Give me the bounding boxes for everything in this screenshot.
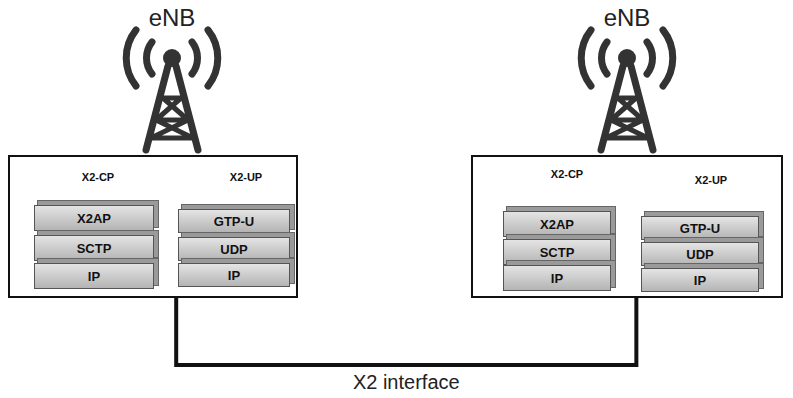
tower-icon [126, 30, 218, 150]
layer-name: IP [228, 268, 240, 283]
layer-name: IP [88, 269, 100, 284]
protocol-layer: SCTP [503, 239, 611, 265]
protocol-layer: UDP [641, 242, 759, 266]
layer-name: UDP [220, 242, 247, 257]
layer-name: UDP [686, 247, 713, 262]
plane-label: X2-CP [82, 171, 114, 183]
protocol-layer: SCTP [34, 235, 154, 261]
layer-name: X2AP [77, 211, 111, 226]
protocol-layer: IP [503, 265, 611, 291]
protocol-layer: X2AP [503, 211, 611, 237]
protocol-layer: IP [34, 263, 154, 289]
protocol-layer: IP [178, 263, 290, 287]
tower-icon [581, 30, 673, 150]
layer-name: SCTP [540, 245, 575, 260]
x2-link [176, 298, 636, 365]
protocol-layer: UDP [178, 237, 290, 261]
plane-label: X2-UP [230, 171, 262, 183]
protocol-layer: GTP-U [178, 209, 290, 233]
enb-heading: eNB [604, 4, 651, 32]
plane-label: X2-UP [695, 174, 727, 186]
layer-name: X2AP [540, 217, 574, 232]
protocol-layer: X2AP [34, 205, 154, 231]
plane-label: X2-CP [551, 168, 583, 180]
enb-heading: eNB [149, 4, 196, 32]
enb-panel: eNBX2APSCTPIPGTP-UUDPIP [471, 155, 783, 298]
layer-name: IP [694, 273, 706, 288]
layer-name: GTP-U [214, 214, 254, 229]
protocol-layer: GTP-U [641, 216, 759, 240]
layer-name: SCTP [77, 241, 112, 256]
protocol-layer: IP [641, 268, 759, 292]
interface-label: X2 interface [349, 371, 464, 394]
layer-name: IP [551, 271, 563, 286]
layer-name: GTP-U [680, 221, 720, 236]
